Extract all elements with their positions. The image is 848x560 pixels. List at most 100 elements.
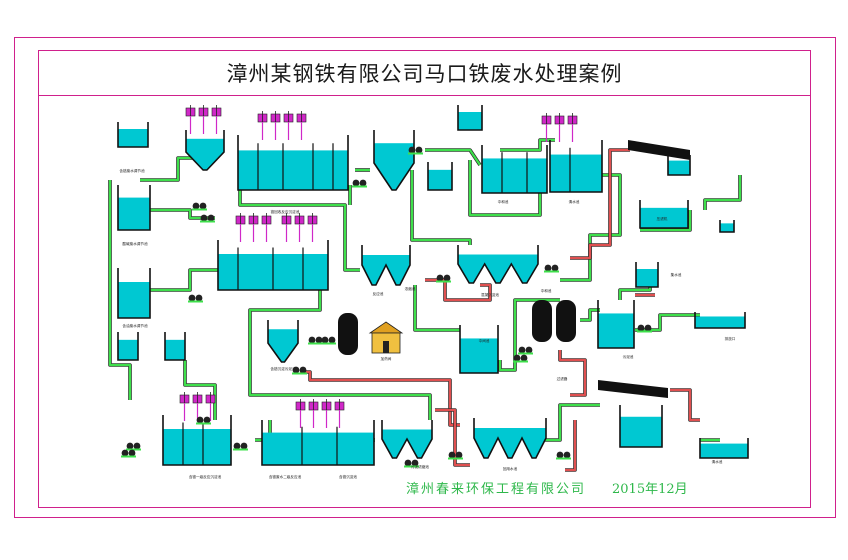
pipe-outline bbox=[150, 268, 218, 292]
t-settler-b bbox=[457, 245, 539, 284]
pipe bbox=[580, 308, 600, 322]
t-sludge bbox=[619, 405, 663, 448]
pump-base bbox=[308, 342, 323, 345]
filter-body bbox=[556, 300, 576, 342]
tank-wall bbox=[381, 420, 433, 459]
pipe bbox=[413, 285, 460, 332]
equipment-label: 清水池 bbox=[712, 459, 723, 464]
tank-water bbox=[118, 339, 138, 360]
pipe-outline bbox=[558, 350, 587, 397]
pump-icon bbox=[404, 459, 419, 468]
pump-body bbox=[321, 336, 329, 344]
t-settler-c bbox=[381, 420, 433, 459]
pump-body bbox=[233, 442, 241, 450]
pump-icon bbox=[352, 179, 367, 188]
dosing-tank-icon bbox=[308, 399, 319, 428]
pump-icon bbox=[637, 324, 652, 333]
pipe bbox=[468, 160, 542, 217]
equipment-label: 回用水池 bbox=[503, 466, 518, 471]
dosing-tank-icon bbox=[179, 392, 190, 421]
tank-water bbox=[238, 150, 348, 190]
headspace bbox=[374, 130, 414, 144]
inner-border bbox=[38, 50, 811, 508]
pipe bbox=[425, 278, 492, 302]
equipment-label: 反应池 bbox=[373, 291, 384, 296]
pump-icon bbox=[556, 451, 571, 460]
pump-base bbox=[513, 360, 528, 363]
tank-wall bbox=[635, 262, 659, 288]
t-top-small bbox=[457, 105, 483, 131]
pump-base bbox=[188, 300, 203, 303]
dosing-tank-icon bbox=[296, 111, 307, 140]
tank-wall bbox=[549, 140, 603, 193]
pump-icon bbox=[188, 294, 203, 303]
t-filtrate bbox=[639, 200, 689, 229]
tank-water bbox=[636, 269, 658, 287]
tank-water bbox=[640, 207, 688, 228]
pump-body bbox=[195, 294, 203, 302]
tank-water bbox=[118, 197, 150, 230]
pipe bbox=[670, 388, 700, 422]
tank-water bbox=[668, 160, 690, 175]
pump-body bbox=[299, 366, 307, 374]
pump-icon bbox=[436, 274, 451, 283]
t1 bbox=[117, 122, 149, 148]
equipment-label: 中和池 bbox=[498, 199, 509, 204]
tank-water bbox=[165, 339, 185, 360]
pump-body bbox=[551, 264, 559, 272]
pump-base bbox=[196, 422, 211, 425]
t-hopper-main bbox=[373, 130, 415, 191]
t-clear bbox=[597, 300, 635, 349]
pipe bbox=[558, 350, 587, 397]
equipment-label: 酸碱废水调节池 bbox=[122, 241, 148, 246]
equipment-label: 中和池 bbox=[541, 288, 552, 293]
pump-body bbox=[188, 294, 196, 302]
tank-wall bbox=[459, 325, 499, 374]
tank-water bbox=[695, 316, 745, 328]
dosing-tank-icon bbox=[192, 392, 203, 421]
pump-icon bbox=[321, 336, 336, 345]
pipe-outline bbox=[140, 156, 200, 182]
tank-wall bbox=[373, 130, 415, 191]
t-cr-first bbox=[162, 415, 232, 466]
filter-press-icon bbox=[598, 380, 668, 398]
t-settler-d bbox=[473, 418, 547, 459]
tank-water bbox=[118, 129, 148, 147]
pump-body bbox=[196, 416, 204, 424]
t-neutral bbox=[481, 145, 548, 194]
outer-border bbox=[14, 37, 836, 518]
pump-icon bbox=[518, 346, 533, 355]
tank-wall bbox=[481, 145, 548, 194]
filter-press-icon bbox=[628, 140, 690, 160]
pump-icon bbox=[196, 416, 211, 425]
equipment-label: 过滤器 bbox=[557, 376, 568, 381]
pump-body bbox=[520, 354, 528, 362]
equipment-label: 清水池 bbox=[569, 199, 580, 204]
tank-wall bbox=[162, 415, 232, 466]
filter-body bbox=[338, 313, 358, 355]
pump-body bbox=[436, 274, 444, 282]
pipe bbox=[108, 180, 132, 400]
pump-base bbox=[404, 465, 419, 468]
pump-body bbox=[121, 449, 129, 457]
headspace bbox=[362, 245, 410, 255]
pipe bbox=[425, 148, 481, 166]
pump-body bbox=[513, 354, 521, 362]
pump-body bbox=[200, 214, 208, 222]
pump-body bbox=[128, 449, 136, 457]
page-title: 漳州某钢铁有限公司马口铁废水处理案例 bbox=[226, 62, 623, 86]
title-divider bbox=[38, 95, 811, 96]
t-small-e bbox=[667, 155, 691, 176]
tank-wall bbox=[699, 438, 749, 459]
pipe-outline bbox=[703, 175, 742, 210]
tank-water bbox=[482, 158, 547, 193]
t-settler-a bbox=[361, 245, 411, 286]
dosing-tank-icon bbox=[307, 213, 318, 242]
pipe-outline bbox=[670, 388, 700, 422]
dosing-tank-icon bbox=[567, 113, 578, 142]
tank-water bbox=[550, 154, 602, 192]
tank-water bbox=[460, 338, 498, 373]
device-layer bbox=[121, 105, 690, 468]
label-layer: 含铬废水调节池含铬一级反应沉淀池铬回收反应沉淀池酸碱废水调节池反应池中和池清水池… bbox=[119, 168, 735, 479]
pipe bbox=[300, 370, 460, 427]
